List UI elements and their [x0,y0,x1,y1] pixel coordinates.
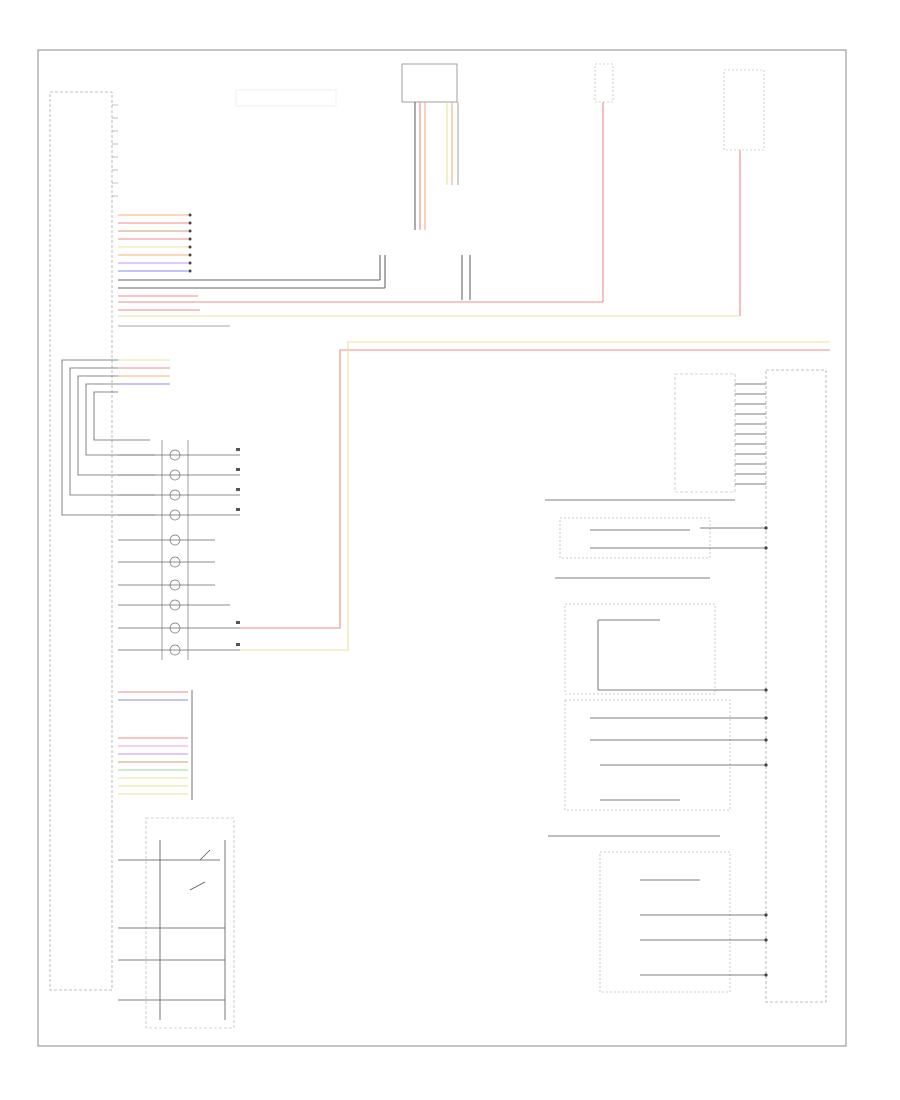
long-cross-wires [240,341,830,651]
legend [235,89,337,107]
lower-left-switch-box [145,817,235,1029]
lower-left-colored-wires [118,691,188,795]
right-module-box [765,369,827,1003]
right-switch-groups [545,499,766,993]
top-vertical-wires [414,102,741,316]
left-module-box [49,91,113,991]
top-connector-box-2 [594,63,614,103]
terminal-marks [236,448,240,646]
lower-left-switch-lines [118,840,226,1020]
fuse-box [723,69,765,151]
mid-left-colored-wires [118,359,170,385]
right-terminals [764,526,768,977]
top-connector-box-1 [401,63,458,103]
switch-row-wires [118,454,240,651]
right-sensor-box [674,373,736,493]
switch-column [161,440,189,660]
right-pin-wires [735,383,766,485]
diagram-border [37,49,847,1047]
left-colored-wires [118,214,740,327]
left-module-pin-ticks [112,104,118,197]
left-bracket-lines [61,359,155,516]
wire-endpoints [188,213,192,273]
